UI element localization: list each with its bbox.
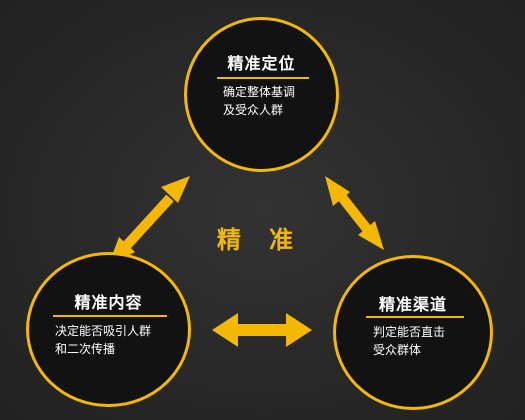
- arrow-shaft: [337, 192, 371, 233]
- node-desc-line-1: 确定整体基调: [223, 85, 296, 99]
- node-desc-line-2: 受众群体: [373, 343, 422, 357]
- node-desc-line-2: 和二次传播: [55, 342, 116, 356]
- node-positioning: 精准定位 确定整体基调 及受众人群: [184, 17, 339, 172]
- arrow-head: [325, 176, 350, 206]
- arrow-head: [212, 313, 238, 347]
- arrow-head: [358, 221, 384, 250]
- title-underline: [366, 316, 464, 318]
- node-title: 精准内容: [74, 293, 143, 312]
- center-label: 精 准: [216, 226, 304, 254]
- node-title: 精准渠道: [378, 295, 447, 314]
- arrow-head: [161, 176, 190, 203]
- node-desc-line-1: 判定能否直击: [373, 325, 446, 339]
- arrow-shaft: [236, 324, 288, 336]
- arrow-head: [286, 313, 312, 347]
- title-underline: [53, 315, 167, 317]
- arrow-shaft: [123, 194, 174, 249]
- node-content: 精准内容 决定能否吸引人群 和二次传播: [26, 252, 191, 407]
- double-arrow-left-right: [212, 313, 312, 347]
- node-title: 精准定位: [227, 54, 296, 73]
- double-arrow-top-right: [325, 176, 384, 250]
- node-desc-line-1: 决定能否吸引人群: [55, 324, 152, 338]
- node-channel: 精准渠道 判定能否直击 受众群体: [333, 255, 493, 410]
- node-desc-line-2: 及受众人群: [223, 103, 284, 117]
- title-underline: [217, 77, 309, 79]
